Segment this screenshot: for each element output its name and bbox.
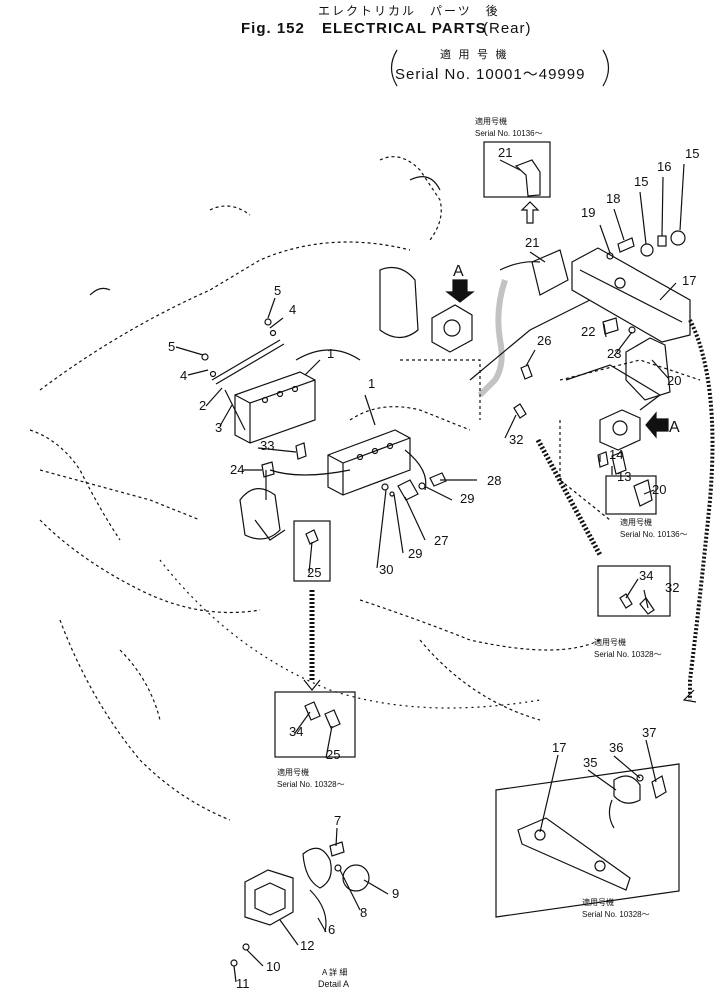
figure-title: ELECTRICAL PARTS <box>322 20 487 37</box>
part-number-group: 1123445567891011121314151516171718192020… <box>168 145 699 990</box>
arrow-label-a-right: A <box>669 419 680 436</box>
inset-mid-right-serial: Serial No. 10136～ <box>620 530 688 539</box>
part-number-n27: 27 <box>434 533 448 548</box>
detail-jp: A 詳 細 <box>322 967 347 977</box>
part-number-n28: 28 <box>487 473 501 488</box>
part-number-n34a: 34 <box>639 568 653 583</box>
detail-en: Detail A <box>318 979 349 989</box>
part-number-n36: 36 <box>609 740 623 755</box>
part-number-n7: 7 <box>334 813 341 828</box>
part-number-n17b: 17 <box>552 740 566 755</box>
part-number-n15b: 15 <box>685 146 699 161</box>
part-number-n6: 6 <box>328 922 335 937</box>
inset-bottom-right-serial: Serial No. 10328～ <box>582 910 650 919</box>
part-number-n1b: 1 <box>368 376 375 391</box>
arrow-label-a-upper: A <box>453 263 464 280</box>
part-number-n19: 19 <box>581 205 595 220</box>
part-number-n34b: 34 <box>289 724 303 739</box>
part-number-n23: 23 <box>607 346 621 361</box>
part-number-n21b: 21 <box>525 235 539 250</box>
part-number-n12: 12 <box>300 938 314 953</box>
figure-number: Fig. 152 <box>241 20 305 37</box>
inset-left-3425-jp: 適用号機 <box>277 767 309 777</box>
inset-right-3432-serial: Serial No. 10328～ <box>594 650 662 659</box>
part-number-n24: 24 <box>230 462 244 477</box>
part-number-n10: 10 <box>266 959 280 974</box>
inset-top-jp: 適用号機 <box>475 116 507 126</box>
part-number-n4b: 4 <box>289 302 296 317</box>
part-number-n33: 33 <box>260 438 274 453</box>
part-number-n32a: 32 <box>509 432 523 447</box>
part-number-n32b: 32 <box>665 580 679 595</box>
part-number-n25b: 25 <box>326 747 340 762</box>
part-number-n15a: 15 <box>634 174 648 189</box>
part-number-n29b: 29 <box>408 546 422 561</box>
part-number-n5b: 5 <box>274 283 281 298</box>
part-number-n3: 3 <box>215 420 222 435</box>
header-jp-applicable: 適 用 号 機 <box>440 48 509 61</box>
header-jp-title: エレクトリカル パーツ 後 <box>318 4 500 18</box>
figure-subtitle: (Rear) <box>483 20 532 37</box>
part-number-n30: 30 <box>379 562 393 577</box>
part-number-n18: 18 <box>606 191 620 206</box>
part-number-n17a: 17 <box>682 273 696 288</box>
part-number-n37: 37 <box>642 725 656 740</box>
part-number-n20b: 20 <box>652 482 666 497</box>
part-number-n4a: 4 <box>180 368 187 383</box>
inset-bottom-right-jp: 適用号機 <box>582 897 614 907</box>
part-number-n35: 35 <box>583 755 597 770</box>
part-number-n16: 16 <box>657 159 671 174</box>
part-number-n25a: 25 <box>307 565 321 580</box>
part-number-n22: 22 <box>581 324 595 339</box>
part-number-n26: 26 <box>537 333 551 348</box>
part-number-n21a: 21 <box>498 145 512 160</box>
serial-range: Serial No. 10001～49999 <box>395 66 586 83</box>
part-number-n20a: 20 <box>667 373 681 388</box>
part-number-n14: 14 <box>609 447 623 462</box>
part-number-n5a: 5 <box>168 339 175 354</box>
part-number-n1a: 1 <box>327 346 334 361</box>
part-number-n8: 8 <box>360 905 367 920</box>
part-number-n29a: 29 <box>460 491 474 506</box>
part-number-n9: 9 <box>392 886 399 901</box>
inset-left-3425-serial: Serial No. 10328～ <box>277 780 345 789</box>
part-number-n11: 11 <box>236 976 250 990</box>
part-number-n2: 2 <box>199 398 206 413</box>
part-number-n13: 13 <box>617 469 631 484</box>
inset-mid-right-jp: 適用号機 <box>620 517 652 527</box>
inset-right-3432-jp: 適用号機 <box>594 637 626 647</box>
inset-top-serial: Serial No. 10136～ <box>475 129 543 138</box>
